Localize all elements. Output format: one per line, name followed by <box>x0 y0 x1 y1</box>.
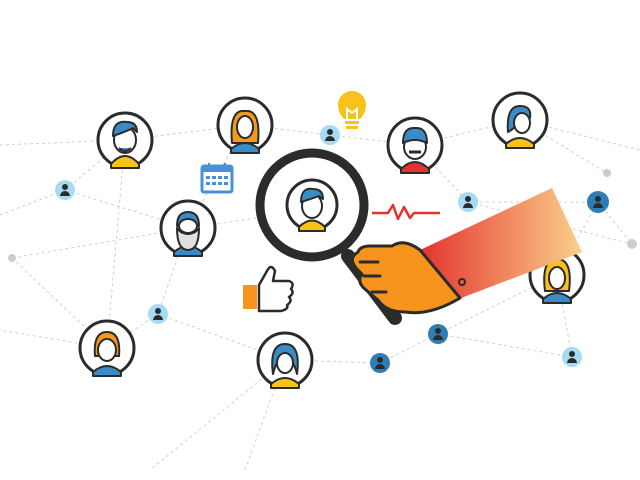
user-nodes <box>55 125 609 373</box>
user-node-icon <box>148 304 168 324</box>
network-dot <box>627 239 637 249</box>
user-node-icon <box>458 192 478 212</box>
user-node-icon <box>370 353 390 373</box>
person-avatar-icon <box>96 111 154 169</box>
person-avatar-icon <box>159 199 217 257</box>
user-node-icon <box>428 324 448 344</box>
person-avatar-icon <box>285 178 339 232</box>
person-avatar-icon <box>216 96 274 154</box>
magnifier-group <box>255 148 582 325</box>
lightbulb-icon <box>338 91 366 129</box>
user-node-icon <box>55 180 75 200</box>
network-dots <box>8 169 637 262</box>
thumbs-up-icon <box>243 265 294 313</box>
calendar-icon <box>200 163 234 194</box>
network-dot <box>603 169 611 177</box>
user-node-icon <box>562 347 582 367</box>
user-node-icon <box>587 191 609 213</box>
person-avatar-icon <box>386 116 444 174</box>
user-node-icon <box>320 125 340 145</box>
pulse-line-icon <box>372 203 440 221</box>
person-avatar-icon <box>256 331 314 389</box>
hand-icon <box>351 241 466 315</box>
person-avatar-icon <box>78 319 136 377</box>
sleeve <box>420 188 582 300</box>
network-dot <box>8 254 16 262</box>
person-avatar-icon <box>491 91 549 149</box>
